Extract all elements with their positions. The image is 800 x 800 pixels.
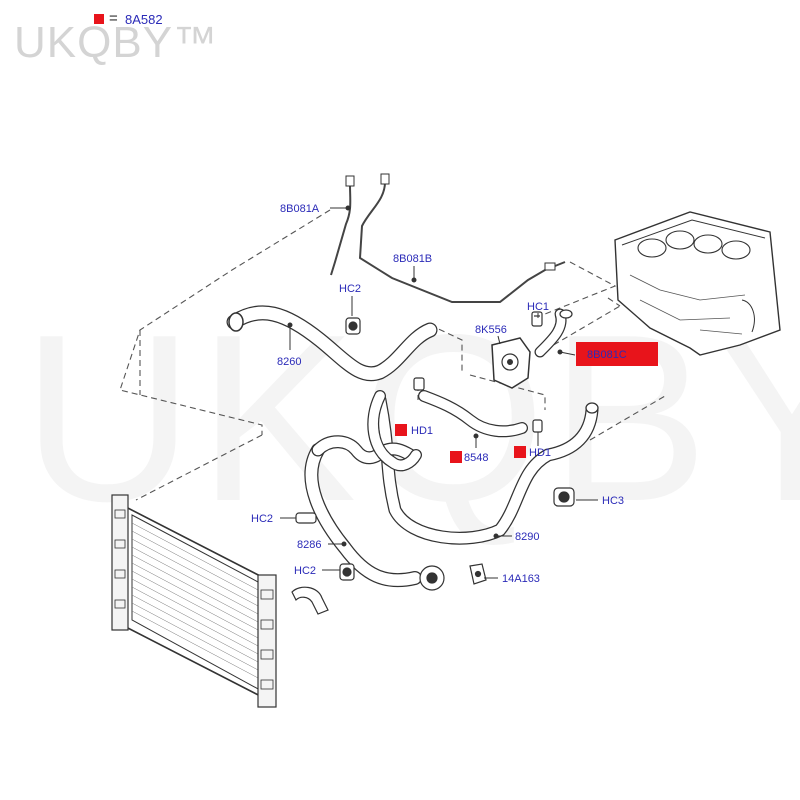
leader-8b081c	[559, 351, 576, 356]
elbow-fitting-lower	[291, 586, 329, 615]
dashed-leader-lines	[119, 209, 666, 501]
leader-8k556	[497, 335, 501, 345]
dashed-line-to-radiator	[135, 434, 263, 501]
dashed-line-right-hose	[589, 395, 666, 441]
leader-dot-8286	[341, 541, 347, 547]
bleed-lines	[330, 173, 566, 303]
clamp-hc3	[553, 487, 575, 507]
leader-dot-8b081a	[345, 205, 351, 211]
callout-labels: 8B081A 8B081B HC2 HC1 8K556 8B081C 8260 …	[251, 203, 627, 585]
engine-block-outline	[614, 211, 781, 356]
dashed-line-block-short	[607, 297, 621, 307]
hose-left-loop	[367, 390, 422, 472]
leader-dot-8548	[473, 433, 479, 439]
radiator-right-tank	[257, 574, 277, 708]
radiator-left-tank-detail	[114, 509, 126, 609]
bleed-line-8b081b	[358, 181, 566, 303]
label-hc3: HC3	[602, 495, 624, 507]
engine-block-deck	[621, 219, 766, 246]
leader-dot-8260	[287, 322, 293, 328]
dashed-line-hose-to-valve	[429, 324, 463, 372]
marker-8548	[450, 451, 462, 463]
label-8b081a: 8B081A	[280, 203, 320, 215]
label-8260: 8260	[277, 356, 301, 368]
engine-block-flange	[741, 299, 755, 333]
dashed-line-valve-lower	[469, 374, 546, 410]
leader-dot-8b081b	[411, 277, 417, 283]
outlet-fitting-lower	[419, 565, 445, 591]
clamp-hc1	[531, 311, 543, 327]
marker-hd1-left	[395, 424, 407, 436]
clamp-hc2-mid	[295, 512, 317, 524]
label-hd1-right: HD1	[529, 447, 551, 459]
radiator-left-tank	[111, 494, 129, 631]
radiator	[111, 494, 277, 708]
label-hd1-left: HD1	[411, 425, 433, 437]
dashed-line-block-upper	[534, 261, 617, 319]
bleed-line-8b081a	[330, 184, 352, 276]
radiator-frame	[121, 503, 269, 702]
radiator-fins	[131, 522, 261, 680]
label-8548: 8548	[464, 452, 488, 464]
watermark-small: UKQBY™	[14, 18, 219, 67]
leader-lines	[280, 205, 598, 579]
clamp-hc2-top	[345, 317, 361, 335]
marker-hd1-right	[514, 446, 526, 458]
label-hc1: HC1	[527, 301, 549, 313]
marker-8b081c-highlight	[576, 342, 658, 366]
label-8290: 8290	[515, 531, 539, 543]
label-8b081c: 8B081C	[587, 349, 627, 361]
label-8286: 8286	[297, 539, 321, 551]
clamp-hc2-low	[339, 563, 355, 581]
engine-block	[614, 211, 781, 356]
hose-8548	[418, 390, 528, 438]
radiator-right-tank-detail	[260, 589, 274, 690]
engine-cylinders	[637, 230, 751, 260]
label-8k556: 8K556	[475, 324, 507, 336]
leader-dot-8b081c	[557, 349, 563, 355]
legend-red-marker	[94, 14, 104, 24]
hose-8260	[226, 305, 438, 382]
bleed-fitting-c	[544, 262, 556, 271]
clamp-hd1-left	[413, 377, 425, 391]
label-8b081b: 8B081B	[393, 253, 432, 265]
fitting-right-top	[559, 309, 573, 319]
dashed-line-block-to-valve	[544, 305, 621, 351]
label-hc2-low: HC2	[294, 565, 316, 577]
thermostat-housing-8k556	[491, 337, 531, 389]
clamp-hd1-right	[532, 419, 543, 433]
red-markers	[395, 342, 658, 463]
bracket-14a163	[469, 563, 487, 585]
engine-block-ribs	[629, 274, 746, 335]
legend-part-code: 8A582	[125, 12, 163, 27]
hose-8290	[373, 393, 599, 545]
leader-dot-8290	[493, 533, 499, 539]
hose-8286	[304, 435, 422, 588]
bleed-fitting-b	[380, 173, 390, 185]
label-hc2-top: HC2	[339, 283, 361, 295]
bleed-fitting-a	[345, 175, 355, 187]
legend-equals: =	[109, 10, 118, 27]
dashed-line-left-loop	[119, 209, 331, 435]
label-hc2-mid: HC2	[251, 513, 273, 525]
label-14a163: 14A163	[502, 573, 540, 585]
hose-upper-short	[534, 308, 567, 358]
